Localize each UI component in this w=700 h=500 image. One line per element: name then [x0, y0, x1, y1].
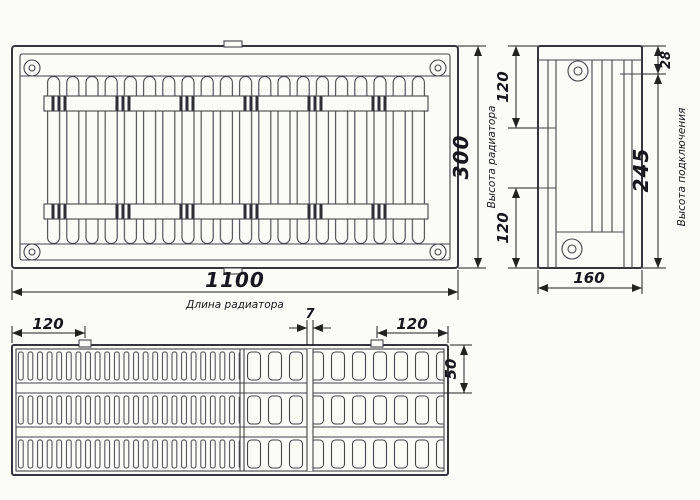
top-gap-dimension: 7: [289, 307, 331, 345]
side-connection-holes: [561, 60, 589, 260]
front-bottom-tab: [223, 267, 243, 275]
side-view: [537, 45, 643, 269]
front-corner-screws: [23, 59, 447, 261]
top-rails: [16, 382, 444, 438]
side-depth-dimension: 160: [537, 269, 643, 294]
top-panel-depth-dimension: 50: [442, 344, 472, 394]
top-gap-seam: [306, 349, 314, 471]
top-outer-frame: [11, 344, 449, 476]
dim-top-panel-depth: 50: [442, 359, 460, 380]
dim-side-connection-height: 245: [629, 148, 653, 193]
top-left-offset-dimension: 120: [11, 315, 86, 343]
dim-front-length: 1100: [205, 268, 265, 292]
caption-side-connection-height: Высота подключения: [676, 108, 688, 227]
side-outline: [537, 45, 643, 269]
top-fine-grille: [16, 349, 240, 471]
front-weld-bar-top: [43, 95, 429, 112]
side-connection-height-dimension: 245 Высота подключения: [629, 74, 688, 269]
dim-side-top-offset: 120: [494, 71, 512, 102]
side-bottom-offset-dimension: 120: [494, 187, 538, 269]
dim-top-left-offset: 120: [32, 315, 63, 333]
front-inner-frame: [19, 53, 451, 261]
caption-front-height: Высота радиатора: [486, 106, 498, 209]
front-weld-bar-bottom: [43, 203, 429, 220]
front-top-tab: [223, 40, 243, 48]
caption-front-length: Длина радиатора: [185, 299, 284, 311]
front-height-dimension: 300 Высота радиатора: [449, 45, 498, 269]
top-view: [11, 339, 449, 476]
top-coarse-grille: [244, 349, 444, 471]
dim-side-bottom-offset: 120: [494, 212, 512, 243]
top-right-offset-dimension: 120: [376, 315, 449, 343]
front-view: [11, 40, 459, 275]
dim-top-right-offset: 120: [396, 315, 427, 333]
front-length-dimension: 1100 Длина радиатора: [11, 268, 459, 311]
top-left-bracket: [78, 339, 92, 348]
dim-side-collector: 28: [659, 51, 674, 69]
dim-front-height: 300: [449, 135, 473, 180]
side-collector-dimension: 28: [642, 45, 674, 75]
side-top-offset-dimension: 120: [494, 45, 538, 129]
dim-side-depth: 160: [573, 269, 604, 287]
dim-top-gap: 7: [305, 307, 315, 322]
top-right-bracket: [370, 339, 384, 348]
